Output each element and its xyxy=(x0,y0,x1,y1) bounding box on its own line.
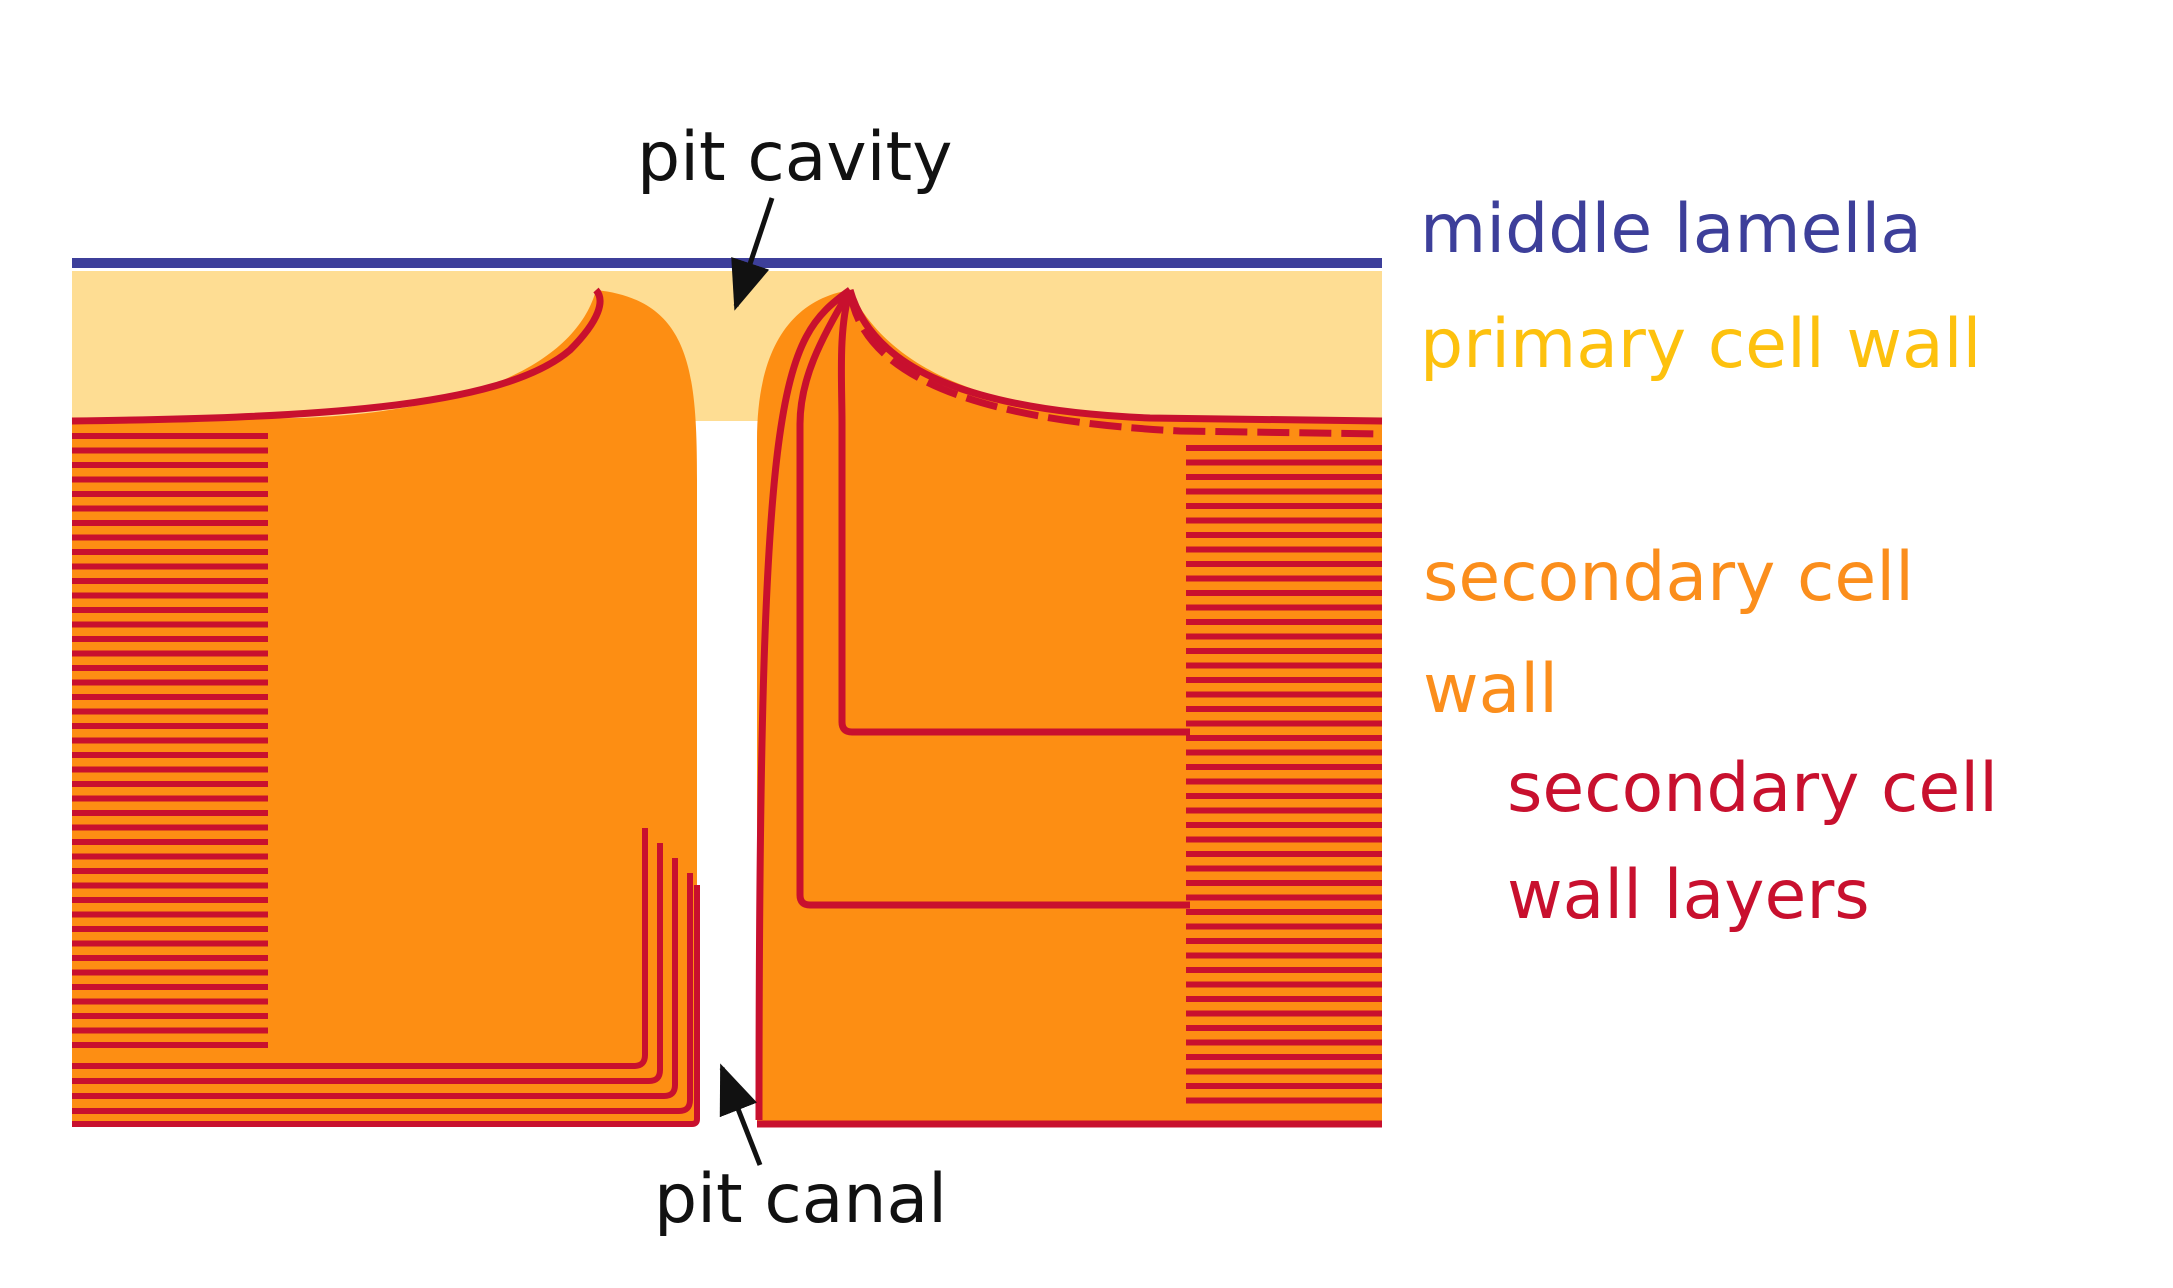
middle-lamella-label: middle lamella xyxy=(1420,190,1922,269)
pit-cavity-label: pit cavity xyxy=(637,118,953,197)
pit-canal-label: pit canal xyxy=(654,1160,948,1239)
pit-cavity-arrow xyxy=(731,197,775,311)
secondary-cell-wall-layers-right xyxy=(1186,445,1382,1104)
secondary-cell-wall-boundary-left xyxy=(71,287,604,425)
secondary-cell-wall-layers-bottom xyxy=(72,828,700,1127)
secondary-cell-wall-layers-pit-right xyxy=(755,287,1383,1128)
secondary-cell-wall-label-line1: secondary cell xyxy=(1423,538,1915,617)
secondary-cell-wall-layers-left xyxy=(72,433,268,1048)
primary-cell-wall-label: primary cell wall xyxy=(1420,305,1982,384)
pit-canal-arrow xyxy=(719,1063,763,1166)
secondary-cell-wall-layers-label-line1: secondary cell xyxy=(1507,749,1999,828)
secondary-cell-wall-label-line2: wall xyxy=(1423,650,1559,729)
primary-cell-wall xyxy=(72,271,1382,421)
secondary-cell-wall-right xyxy=(757,290,1382,1124)
secondary-cell-wall-layers-label-line2: wall layers xyxy=(1507,856,1870,935)
